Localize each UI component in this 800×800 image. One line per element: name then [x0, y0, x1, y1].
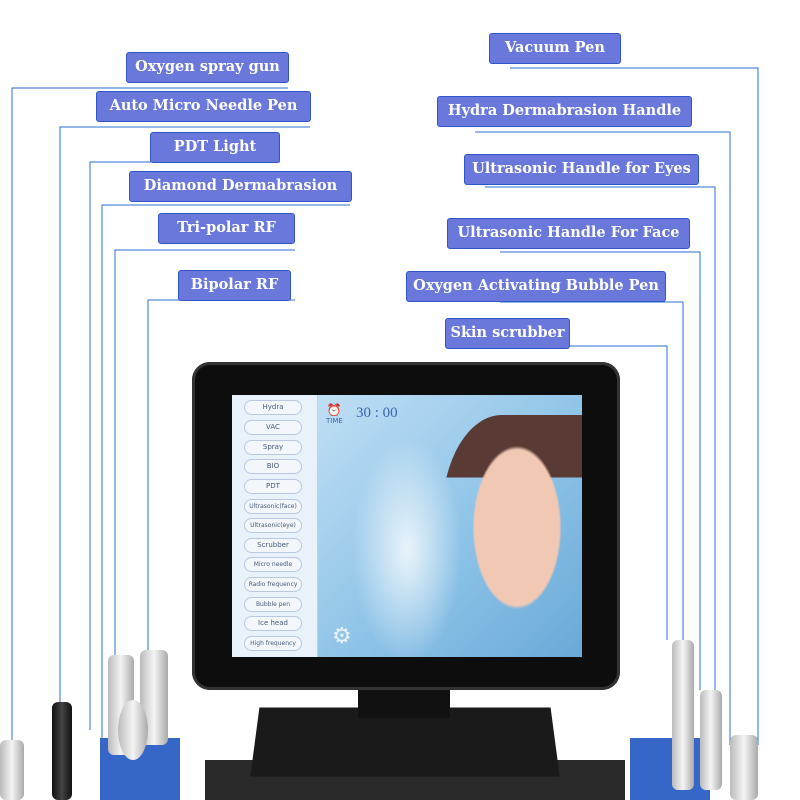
touch-screen: Hydra VAC Spray BIO PDT Ultrasonic(face)…	[232, 395, 582, 657]
label-skin-scrubber: Skin scrubber	[445, 318, 570, 349]
vacuum-pen-handle	[730, 735, 758, 800]
label-pdt-light: PDT Light	[150, 132, 280, 163]
leader-bubble-pen	[500, 301, 684, 680]
leader-tri-polar-rf	[114, 249, 295, 665]
oxygen-spray-gun-handle	[0, 740, 24, 800]
label-diamond-dermabrasion: Diamond Dermabrasion	[129, 171, 352, 202]
skin-scrubber-handle	[672, 640, 694, 790]
leader-diamond-dermabrasion	[101, 204, 350, 740]
menu-item-micro-needle[interactable]: Micro needle	[244, 557, 302, 572]
label-oxygen-spray-gun: Oxygen spray gun	[126, 52, 289, 83]
pdt-light-handle	[118, 700, 148, 760]
monitor-stand	[358, 688, 450, 718]
leader-hydra-dermabrasion-handle	[475, 131, 731, 745]
label-tri-polar-rf: Tri-polar RF	[158, 213, 295, 244]
gear-icon[interactable]: ⚙	[332, 623, 352, 648]
timer-block: ⏰ TIME	[326, 403, 343, 425]
right-tray	[630, 738, 710, 800]
menu-item-ultrasonic-eye[interactable]: Ultrasonic(eye)	[244, 518, 302, 533]
micro-needle-pen-handle	[52, 702, 72, 800]
ultrasonic-handle	[700, 690, 722, 790]
menu-item-spray[interactable]: Spray	[244, 440, 302, 455]
leader-ultrasonic-face	[500, 251, 701, 690]
menu-item-radio-frequency[interactable]: Radio frequency	[244, 577, 302, 592]
menu-item-hydra[interactable]: Hydra	[244, 400, 302, 415]
menu-item-scrubber[interactable]: Scrubber	[244, 538, 302, 553]
alarm-clock-icon: ⏰	[326, 403, 342, 417]
menu-item-bubble-pen[interactable]: Bubble pen	[244, 597, 302, 612]
label-auto-micro-needle-pen: Auto Micro Needle Pen	[96, 91, 311, 122]
menu-item-high-frequency[interactable]: High frequency	[244, 636, 302, 651]
leader-oxygen-spray-gun	[11, 87, 288, 800]
label-hydra-dermabrasion-handle: Hydra Dermabrasion Handle	[437, 96, 692, 127]
treatment-menu: Hydra VAC Spray BIO PDT Ultrasonic(face)…	[232, 395, 318, 657]
label-vacuum-pen: Vacuum Pen	[489, 33, 621, 64]
timer-value: 30 : 00	[356, 405, 398, 421]
label-ultrasonic-handle-face: Ultrasonic Handle For Face	[447, 218, 690, 249]
menu-item-ice-head[interactable]: Ice head	[244, 616, 302, 631]
menu-item-ultrasonic-face[interactable]: Ultrasonic(face)	[244, 499, 302, 514]
menu-item-bio[interactable]: BIO	[244, 459, 302, 474]
label-oxygen-activating-bubble-pen: Oxygen Activating Bubble Pen	[406, 271, 666, 302]
label-bipolar-rf: Bipolar RF	[178, 270, 291, 301]
menu-item-pdt[interactable]: PDT	[244, 479, 302, 494]
leader-vacuum-pen	[510, 67, 759, 745]
leader-auto-micro-needle-pen	[59, 126, 310, 705]
label-ultrasonic-handle-eyes: Ultrasonic Handle for Eyes	[464, 154, 699, 185]
menu-item-vac[interactable]: VAC	[244, 420, 302, 435]
timer-label: TIME	[326, 417, 343, 425]
leader-ultrasonic-eyes	[485, 186, 716, 700]
woman-face-image	[442, 415, 582, 657]
